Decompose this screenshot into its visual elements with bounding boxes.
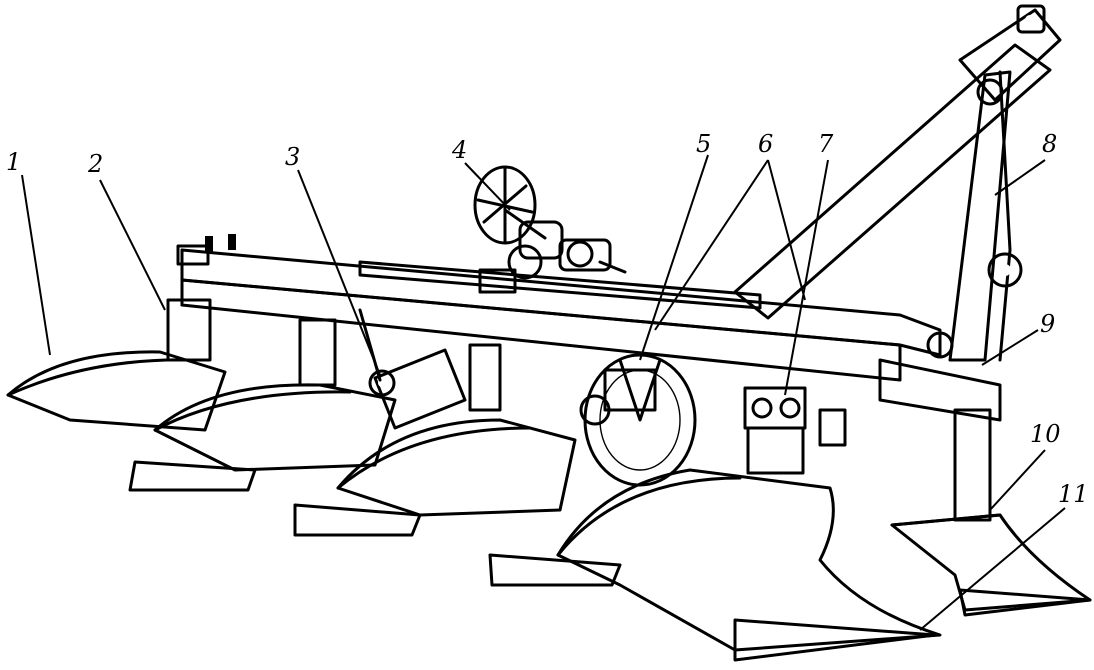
callout-9: 9 <box>1040 310 1055 338</box>
leader-lines <box>21 154 1066 631</box>
callout-3: 3 <box>285 143 300 171</box>
callout-1: 1 <box>6 148 21 176</box>
callout-10: 10 <box>1030 420 1061 448</box>
callout-11: 11 <box>1058 480 1089 508</box>
callout-6: 6 <box>758 130 773 158</box>
callout-7: 7 <box>818 130 834 158</box>
callout-4: 4 <box>451 136 467 164</box>
standards <box>166 298 992 522</box>
coulter-disc <box>579 353 697 487</box>
callout-2: 2 <box>87 150 103 178</box>
bracket-7 <box>743 386 807 475</box>
callout-8: 8 <box>1042 130 1057 158</box>
main-frame <box>176 234 1002 422</box>
callout-5: 5 <box>696 130 711 158</box>
callouts: 1 2 3 4 5 6 7 8 9 10 11 <box>6 130 1089 508</box>
hitch-linkage <box>733 4 1062 362</box>
steering-wheel <box>473 165 627 294</box>
plough-bodies <box>6 350 1092 662</box>
